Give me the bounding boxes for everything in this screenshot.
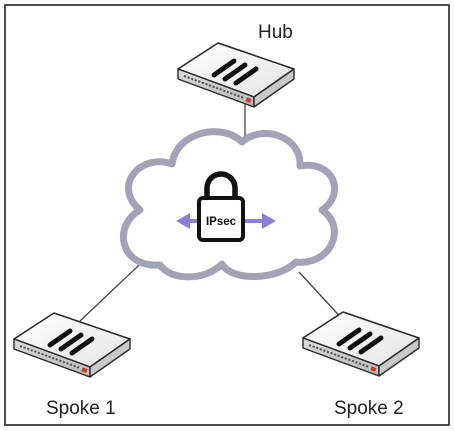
tunnel-label: IPsec	[206, 216, 237, 228]
spoke2-label: Spoke 2	[334, 398, 404, 419]
hub-label: Hub	[258, 22, 293, 43]
spoke1-label: Spoke 1	[46, 398, 116, 419]
padlock-icon	[197, 171, 245, 242]
